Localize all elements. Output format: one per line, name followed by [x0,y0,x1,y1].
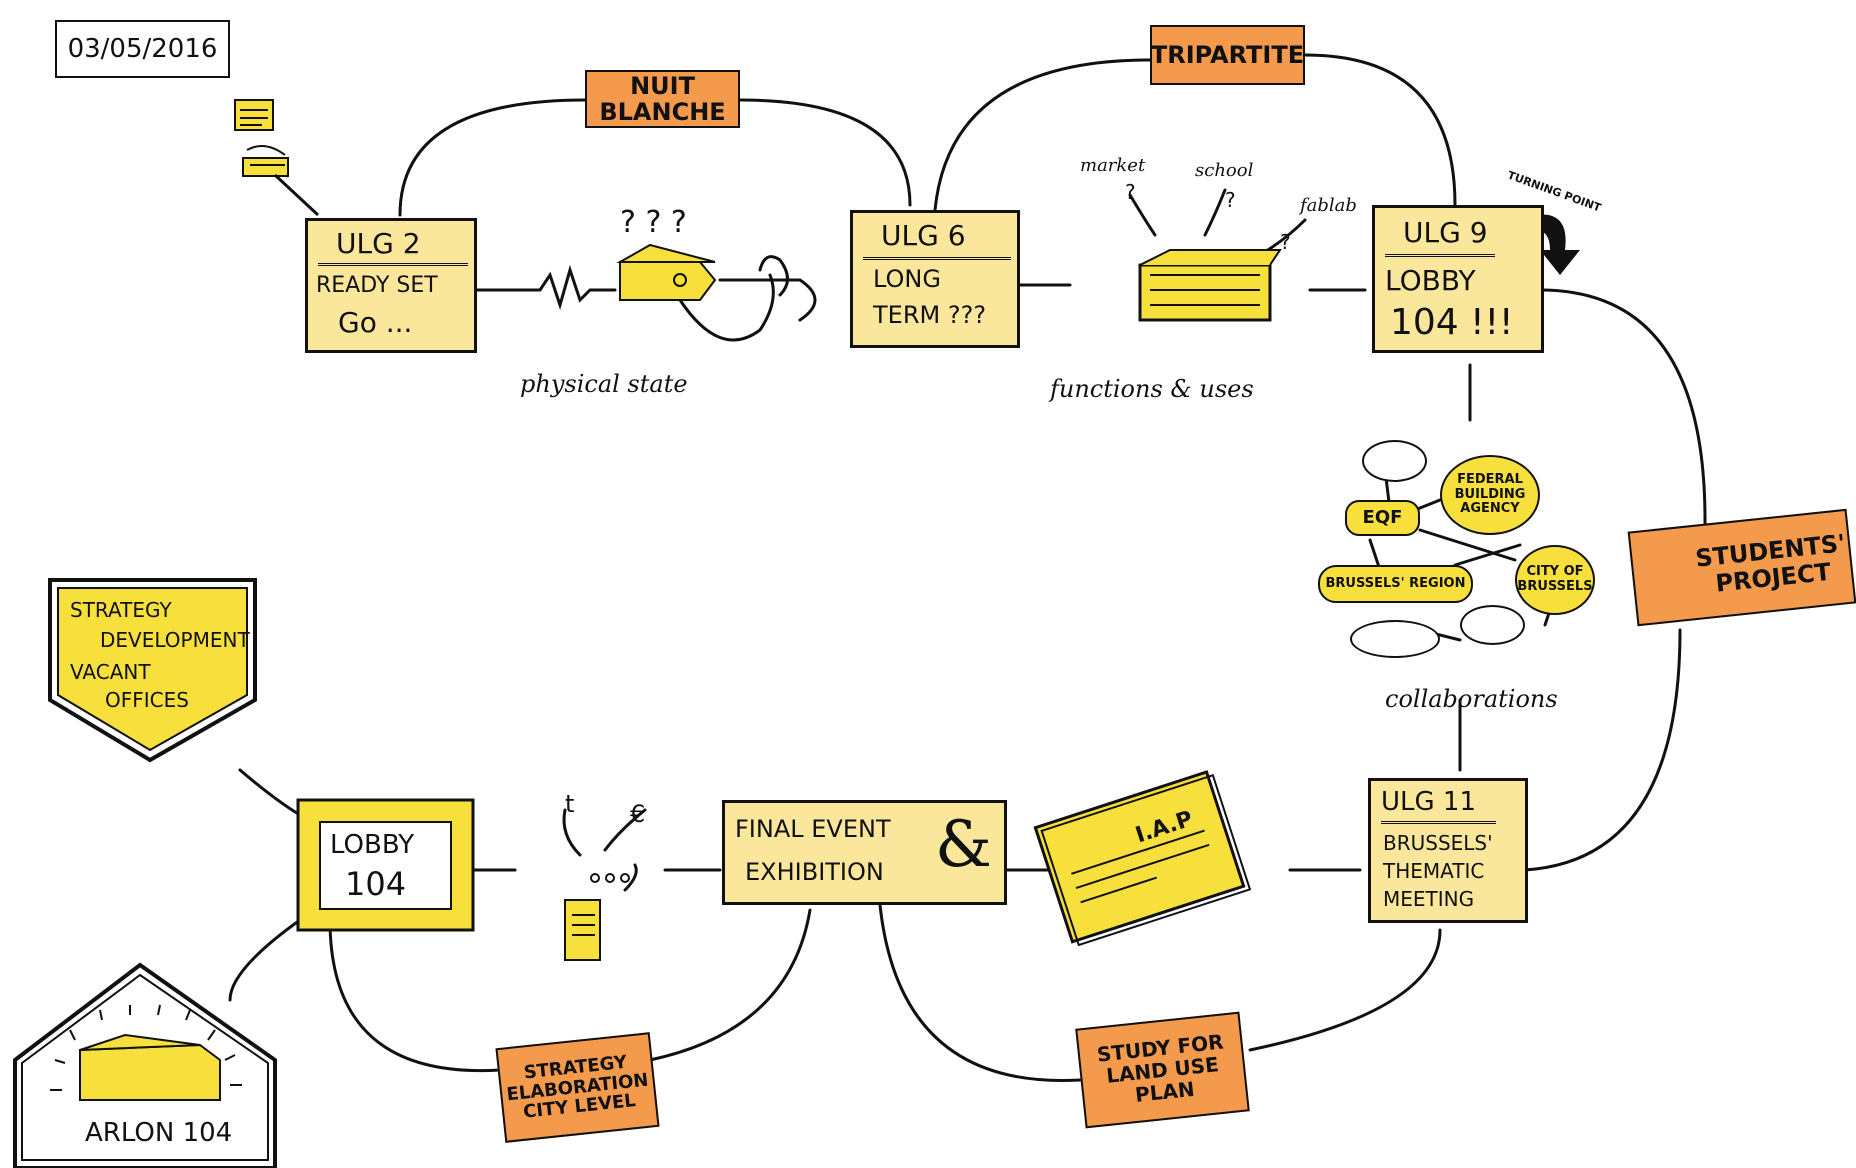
market-question: ? [1125,180,1136,204]
flag-strategy-city: STRATEGY ELABORATION CITY LEVEL [495,1032,660,1143]
flag-students-project-label: STUDENTS' PROJECT [1694,529,1847,598]
meeting-ulg6: ULG 6 LONG TERM ??? [850,210,1020,348]
label-market: market [1080,155,1146,176]
label-physical-state: physical state [520,370,688,398]
meeting-ulg2-title: ULG 2 [336,227,421,260]
network-region-label: BRUSSELS' REGION [1325,575,1466,591]
network-eqf-label: EQF [1362,506,1403,528]
network-city: CITY OF BRUSSELS [1515,545,1595,615]
meeting-ulg11-line1: BRUSSELS' [1383,831,1493,855]
flag-strategy-city-label: STRATEGY ELABORATION CITY LEVEL [505,1051,650,1124]
network-federal-label: FEDERAL BUILDING AGENCY [1454,471,1526,517]
label-fablab: fablab [1300,195,1357,216]
meeting-ulg11-line2: THEMATIC [1383,859,1485,883]
school-question: ? [1225,188,1236,212]
meeting-ulg11-title: ULG 11 [1381,787,1477,817]
meeting-ulg6-line1: LONG [873,265,941,293]
meeting-ulg11-line3: MEETING [1383,887,1475,911]
flag-land-use-label: STUDY FOR LAND USE PLAN [1095,1029,1225,1107]
meeting-ulg9-title: ULG 9 [1403,216,1488,249]
flag-nuit-blanche: NUIT BLANCHE [585,70,740,128]
meeting-ulg6-line2: TERM ??? [873,301,987,329]
network-empty-bottom-right [1460,605,1525,645]
label-functions-uses: functions & uses [1050,375,1254,403]
meeting-ulg9: ULG 9 LOBBY 104 !!! [1372,205,1544,353]
final-event-amp: & [935,808,992,882]
shield-line4: OFFICES [105,688,189,712]
final-event-box: FINAL EVENT EXHIBITION & [722,800,1007,905]
date-label: 03/05/2016 [55,20,230,78]
final-event-line2: EXHIBITION [745,858,884,886]
label-collaborations: collaborations [1385,685,1558,713]
meeting-ulg11: ULG 11 BRUSSELS' THEMATIC MEETING [1368,778,1528,923]
fablab-question: ? [1280,230,1291,254]
flag-tripartite-label: TRIPARTITE [1150,40,1305,69]
flag-tripartite: TRIPARTITE [1150,25,1305,85]
flag-land-use: STUDY FOR LAND USE PLAN [1075,1011,1250,1129]
label-t: t [565,790,575,818]
meeting-ulg9-line1: LOBBY [1385,264,1476,297]
lobby104-line1: LOBBY [330,830,415,860]
shield-line3: VACANT [70,660,151,684]
flag-nuit-blanche-label: NUIT BLANCHE [599,71,726,126]
meeting-ulg9-line2: 104 !!! [1390,302,1514,343]
network-city-label: CITY OF BRUSSELS [1517,564,1593,594]
network-empty-bottom-left [1350,620,1440,658]
question-marks: ? ? ? [620,205,687,240]
final-event-line1: FINAL EVENT [735,815,891,843]
label-euro: € [630,800,646,828]
meeting-ulg2: ULG 2 READY SET Go ... [305,218,477,353]
network-federal: FEDERAL BUILDING AGENCY [1440,455,1540,535]
shield-line2: DEVELOPMENT [100,628,250,652]
meeting-ulg2-line2: Go ... [338,306,413,339]
lobby104-line2: 104 [345,865,407,903]
network-eqf: EQF [1345,500,1420,536]
shield-line1: STRATEGY [70,598,172,622]
network-empty-top [1362,440,1427,482]
meeting-ulg2-line1: READY SET [316,273,438,298]
arlon-label: ARLON 104 [85,1118,233,1148]
network-region: BRUSSELS' REGION [1318,565,1473,603]
label-school: school [1195,160,1254,181]
meeting-ulg6-title: ULG 6 [881,219,966,252]
